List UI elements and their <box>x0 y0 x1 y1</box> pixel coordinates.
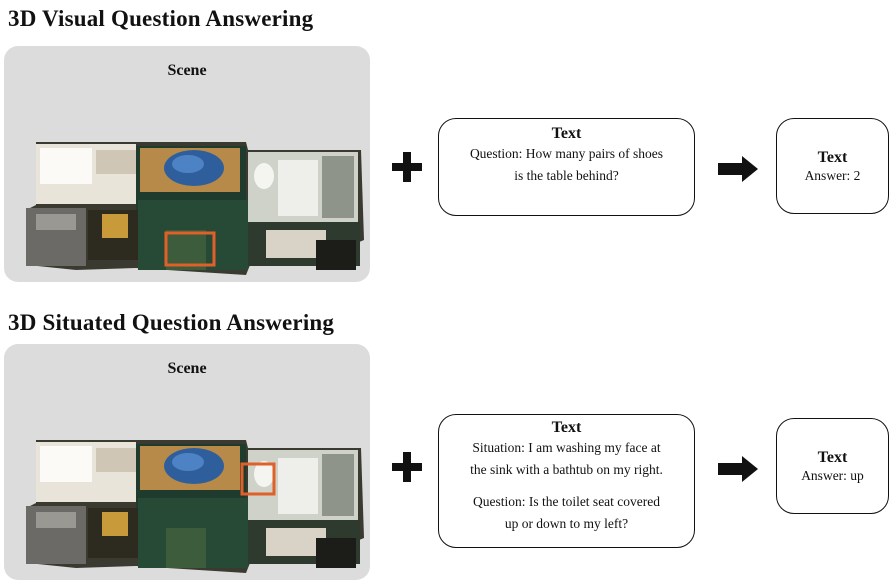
answer-box-title: Text <box>817 149 848 166</box>
text-box-title: Text <box>551 419 582 436</box>
answer-box-title: Text <box>817 449 848 466</box>
scene-panel-sqa: Scene <box>4 344 370 580</box>
scene-3d-room-image <box>26 440 364 573</box>
question-text-box-vqa: Text Question: How many pairs of shoes i… <box>438 118 695 216</box>
situation-line: Situation: I am washing my face at <box>472 440 661 455</box>
scene-label: Scene <box>167 360 207 377</box>
question-line: up or down to my left? <box>504 516 629 531</box>
answer-text: Answer: up <box>801 468 864 483</box>
question-line: is the table behind? <box>514 168 619 183</box>
plus-icon <box>392 452 422 482</box>
scene-panel-vqa: Scene <box>4 46 370 282</box>
answer-box-vqa: Text Answer: 2 <box>776 118 889 214</box>
situation-question-text-box: Text Situation: I am washing my face at … <box>438 414 695 548</box>
plus-icon <box>392 152 422 182</box>
arrow-right-icon <box>718 456 758 482</box>
section-title-sqa: 3D Situated Question Answering <box>8 310 335 335</box>
spacer <box>439 481 694 491</box>
question-line: Question: How many pairs of shoes <box>469 146 664 161</box>
section-title-vqa: 3D Visual Question Answering <box>8 6 314 31</box>
question-line: Question: Is the toilet seat covered <box>472 494 661 509</box>
arrow-right-icon <box>718 156 758 182</box>
situation-line: the sink with a bathtub on my right. <box>470 462 663 477</box>
text-box-title: Text <box>551 125 582 142</box>
scene-3d-room-image <box>26 142 364 275</box>
answer-text: Answer: 2 <box>804 168 861 183</box>
scene-label: Scene <box>167 62 207 79</box>
answer-box-sqa: Text Answer: up <box>776 418 889 514</box>
